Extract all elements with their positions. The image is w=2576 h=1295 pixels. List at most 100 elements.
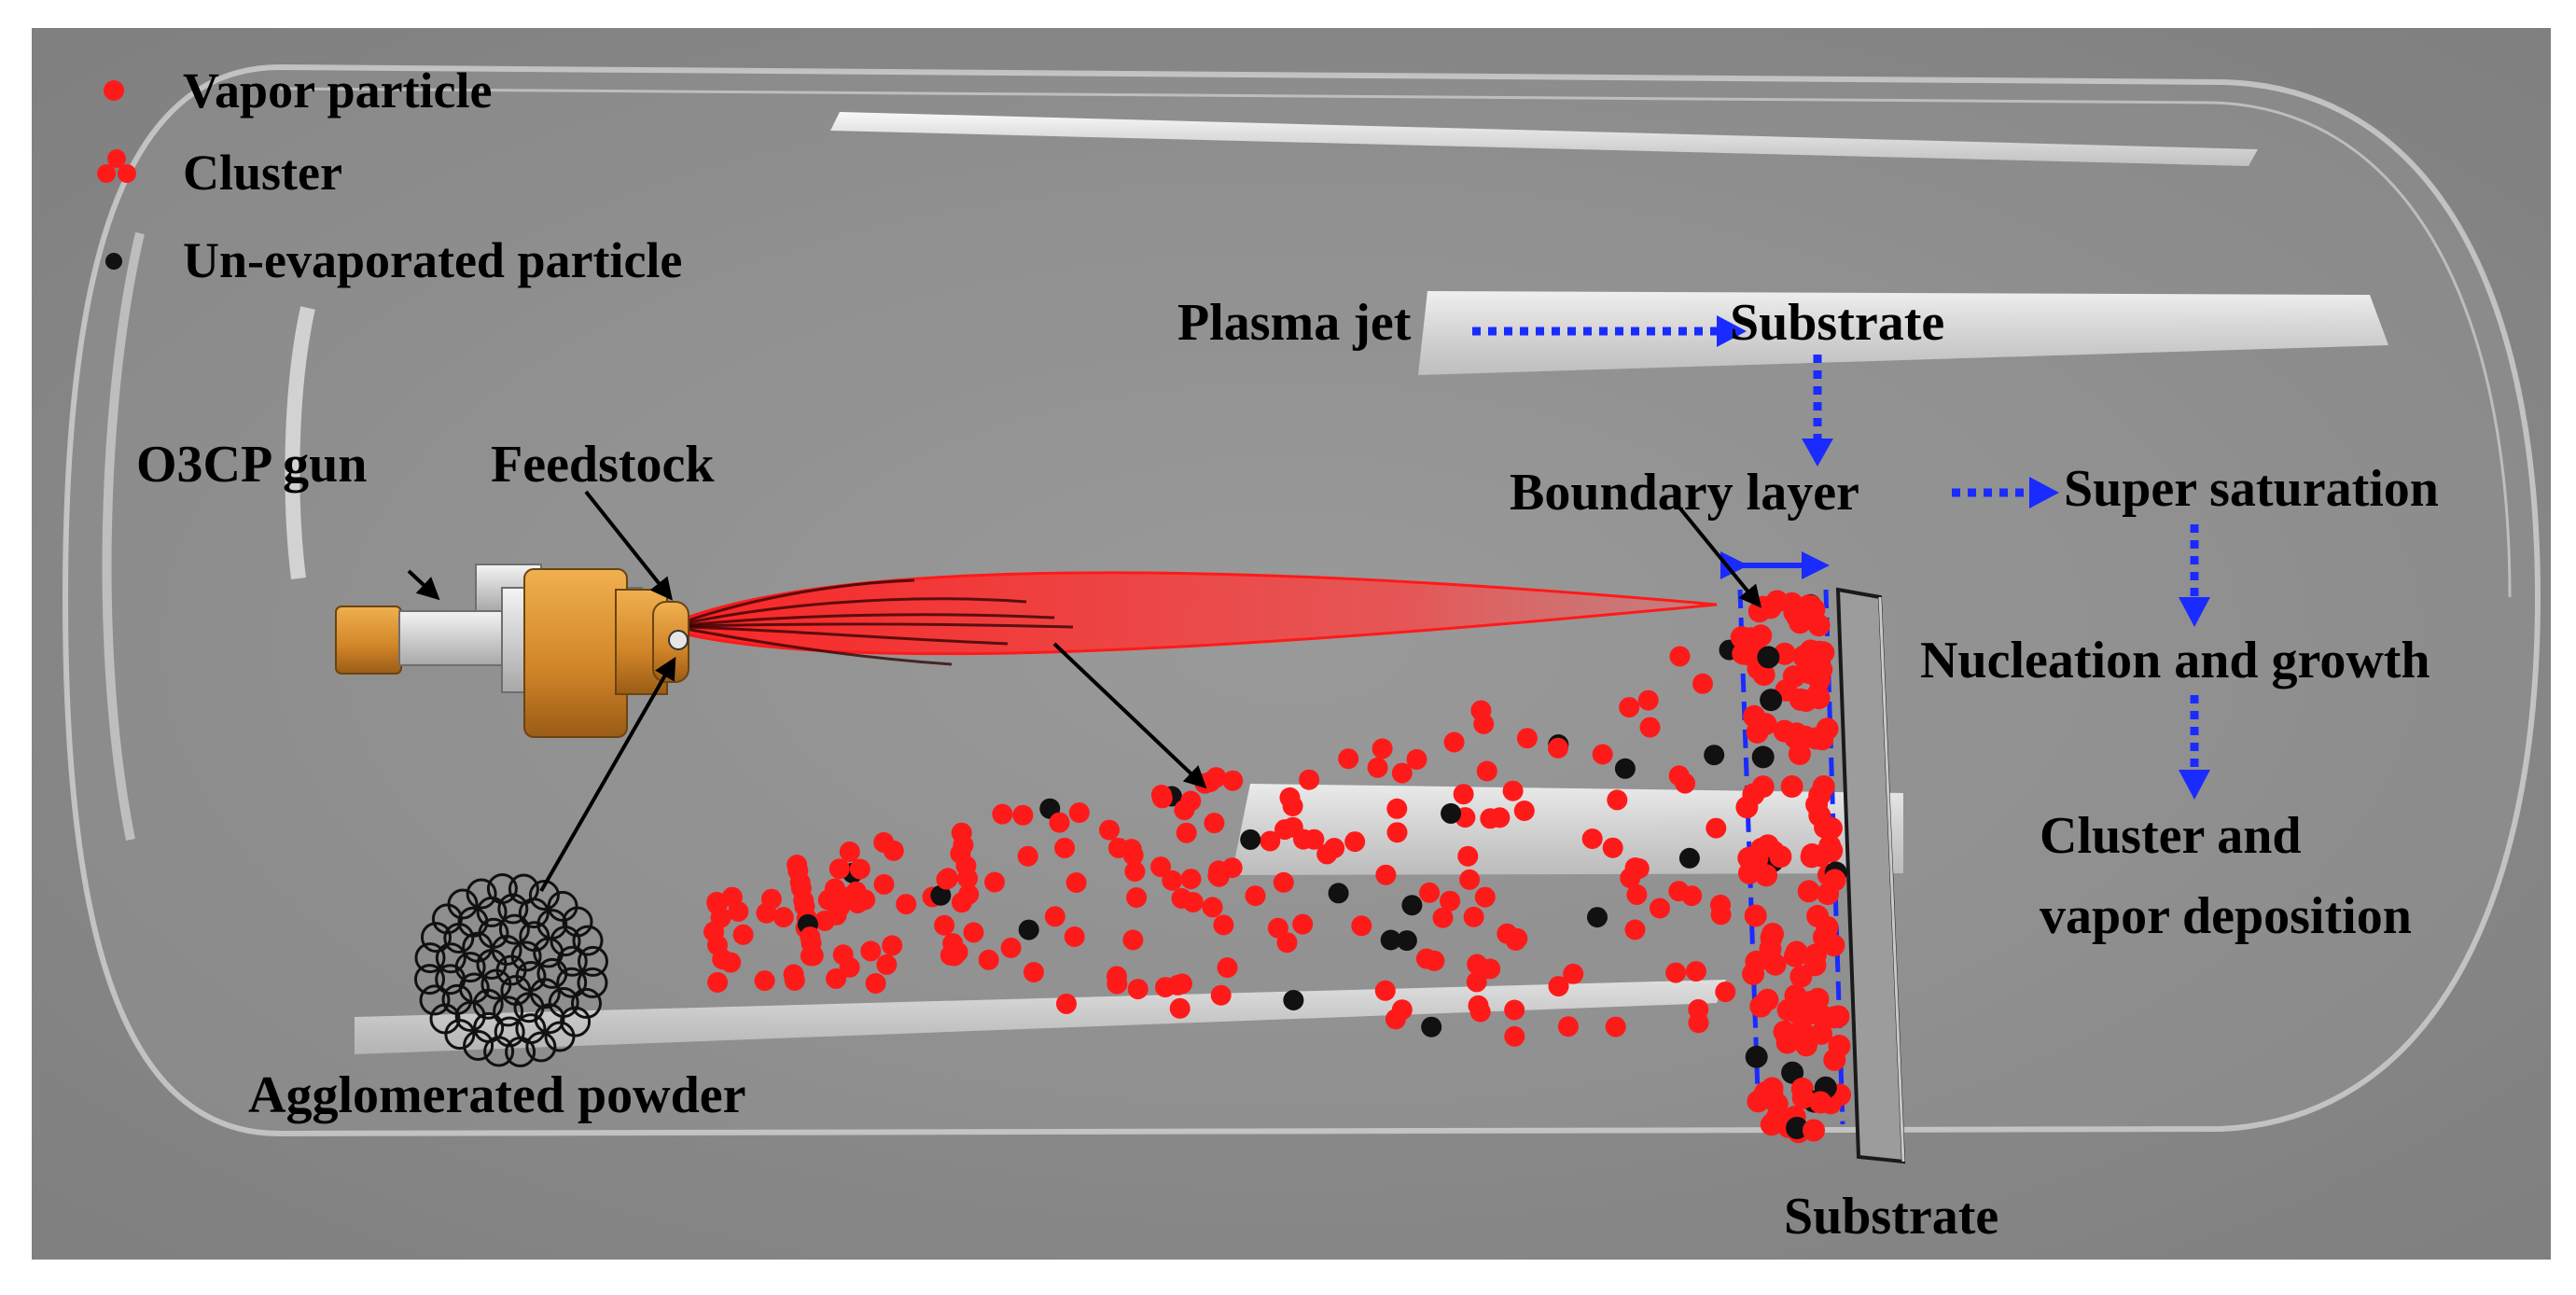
vapor-particle [826,968,847,989]
vapor-particle [1174,800,1195,821]
tube-highlight-top [830,112,2258,166]
vapor-particle [1406,748,1427,770]
plume-streaks [685,578,1074,666]
unevaporated-particle [1781,1061,1804,1084]
vapor-particle [1710,904,1732,926]
vapor-particle [1513,801,1535,821]
vapor-particle [1803,598,1826,621]
vapor-particle [1812,641,1835,664]
vapor-particle [950,842,971,864]
unevaporated-particle [1380,929,1401,951]
vapor-particle [1351,915,1372,937]
vapor-particle [1592,744,1613,765]
unevaporated-particle [1441,802,1462,824]
feedstock-label: Feedstock [491,436,715,494]
powder-granule [572,925,604,956]
powder-granule [493,996,524,1027]
agglomerated-powder-icon [414,873,608,1067]
vapor-particle [1107,837,1129,858]
vapor-particle [958,884,980,905]
vapor-particle [1791,1086,1815,1109]
vapor-particle [947,941,968,963]
vapor-particle [1626,884,1648,905]
vapor-particle [1344,831,1366,853]
unevaporated-particle [1757,646,1780,669]
boundary-pointer-arrow [1678,506,1762,608]
vapor-particle [1624,919,1646,940]
vapor-particle [1162,870,1183,891]
vapor-particle [1619,697,1640,718]
vapor-particle [720,952,742,973]
particle-cloud [703,590,1851,1144]
deposition-label-line1: Cluster and [2040,807,2302,865]
vapor-particle [876,954,898,975]
vapor-particle [1012,804,1034,826]
vapor-particle [1828,1035,1851,1057]
vapor-particle [1338,748,1359,770]
vapor-particle [1099,819,1120,841]
vapor-particle [849,858,870,880]
vapor-particle [1692,673,1713,694]
vapor-particle [1213,914,1234,936]
powder-granule [421,922,452,954]
vapor-particle [1386,798,1408,819]
unevaporated-particle [1745,1045,1768,1068]
vapor-particle [1470,700,1492,721]
vapor-particle [1789,965,1813,988]
vapor-particle [1782,665,1805,689]
vapor-particle [1809,1091,1832,1114]
powder-granule [571,987,602,1019]
vapor-particle [1324,838,1345,858]
vapor-particle [1457,845,1479,867]
vapor-particle [1789,1018,1813,1041]
vapor-particle [1548,737,1568,759]
vapor-particle [1375,864,1397,885]
vapor-particle [934,914,955,936]
vapor-particle [1793,1001,1817,1024]
vapor-particle [828,858,850,880]
nucleation-growth-label: Nucleation and growth [1920,632,2430,689]
powder-granule [578,945,608,977]
vapor-particle [896,894,917,915]
vapor-particle [1122,929,1144,951]
vapor-particle [1372,738,1393,759]
vapor-particle [1504,1025,1525,1047]
vapor-particle [1171,973,1192,995]
substrate-bottom-label: Substrate [1784,1188,1999,1246]
powder-granule [525,1031,557,1063]
vapor-particle [1820,839,1844,862]
vapor-particle [802,945,824,967]
powder-granule [528,880,560,911]
agglomerated-powder-label: Agglomerated powder [248,1066,746,1124]
vapor-particle [754,970,775,992]
vapor-particle [1424,950,1445,971]
vapor-particle [1463,906,1484,927]
vapor-particle [1744,904,1767,927]
vapor-particle [1150,785,1172,805]
vapor-particle [1204,813,1225,834]
unevaporated-particle [1751,745,1775,769]
vapor-particle [1210,984,1232,1006]
vapor-particle [1735,796,1759,819]
vapor-particle [1222,770,1244,791]
vapor-particle [707,971,729,993]
vapor-particle [1605,1016,1626,1037]
powder-granule [463,1030,494,1061]
vapor-particle [1127,979,1149,1000]
flow-arrowheads [1717,315,2210,800]
vapor-particle [1292,913,1314,935]
vapor-particle [860,940,882,962]
vapor-particle [1548,976,1569,997]
powder-granule [447,888,479,920]
vapor-particle [1386,822,1408,843]
vapor-particle [1176,822,1197,843]
powder-pointer-arrow [539,656,676,892]
vapor-particle [1581,829,1603,849]
powder-granule [466,878,497,910]
vapor-particle [1739,627,1762,650]
vapor-particle [1476,760,1497,782]
vapor-particle [1260,830,1281,852]
vapor-particle [1668,881,1690,902]
